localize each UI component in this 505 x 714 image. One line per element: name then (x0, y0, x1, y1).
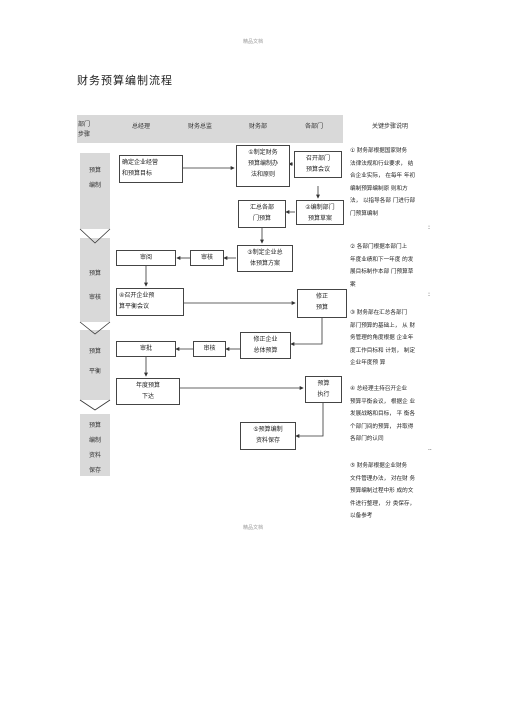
note-separator-1: : (428, 224, 431, 231)
box-set-business-goals: 确定企业经营 和预算目标 (119, 155, 183, 183)
note-separator-2: : (428, 291, 431, 298)
box-cfo-audit-2: 审核 (193, 341, 226, 357)
phase-label-compile: 预算 编制 (88, 167, 101, 189)
phase-chevron-2 (79, 321, 111, 335)
box-dept-budget-draft: ②编制部门 预算草案 (296, 200, 344, 225)
note-step-2: ② 各部门根据本部门上 年度业绩和下一年度 的发 展目标制作本部 门预算草 案 (350, 244, 414, 288)
box-gm-review: 审阅 (116, 250, 176, 266)
dept-step-header: 部门 步骤 (78, 121, 91, 138)
header-watermark: 精品文档 (242, 39, 263, 45)
column-header-finance: 财务部 (249, 123, 268, 130)
box-revise-overall-budget: 修正企业 总体预算 (240, 332, 291, 359)
phase-chevron-1 (79, 228, 111, 244)
note-separator-4: .. (428, 445, 432, 452)
note-step-3: ③ 财务部在汇总各部门 部门预算的基础上， 从 财 务管理的角度根据 企业年 度… (350, 310, 416, 367)
column-header-departments: 各部门 (305, 123, 324, 130)
box-issue-annual-budget: 年度预算 下达 (116, 378, 180, 405)
footer-watermark: 精品文档 (242, 525, 263, 531)
page-title: 财务预算编制流程 (77, 74, 173, 87)
box-dept-budget-meeting: 召开部门 预算会议 (294, 151, 342, 178)
phase-bg-2 (80, 238, 110, 322)
column-header-gm: 总经理 (132, 123, 151, 130)
notes-title: 关键步骤说明 (372, 123, 409, 130)
note-step-4: ④ 总经理主持召开企业 预算平衡会议， 根据企 业 发展战略和目标， 平 衡各 … (350, 386, 416, 443)
header-band (77, 115, 343, 143)
box-budget-balance-meeting: ④召开企业预 算平衡会议 (116, 288, 184, 316)
column-header-cfo: 财务总监 (188, 123, 213, 130)
phase-bg-4 (80, 414, 110, 476)
box-overall-budget-plan: ③制定企业总 体预算方案 (237, 245, 293, 272)
box-archive-materials: ⑤预算编制 资料保存 (240, 422, 296, 450)
phase-label-review: 预算 审核 (88, 270, 101, 301)
phase-label-archive: 预算 编制 资料 保存 (88, 422, 101, 474)
phase-chevron-3 (79, 399, 111, 411)
box-revise-budget: 修正 预算 (297, 289, 347, 318)
phase-label-balance: 预算 平衡 (88, 348, 101, 375)
box-summarize-dept-budgets: 汇总各部 门预算 (238, 200, 286, 228)
note-step-1: ① 财务部根据国家财务 法律法规和行业要求， 结 合企业实际， 在每年 年初 编… (350, 148, 416, 217)
phase-bg-3 (80, 330, 110, 400)
box-cfo-audit-1: 审核 (190, 250, 224, 266)
note-step-5: ⑤ 财务部根据企业财务 文件管理办法， 对在财 务 预算编制过程中形 成的文 件… (350, 463, 416, 520)
phase-bg-1 (80, 153, 110, 229)
box-budget-execution: 预算 执行 (305, 376, 342, 403)
box-budget-method: ①制定财务 预算编制办 法和原则 (236, 145, 290, 187)
box-gm-approve: 审批 (116, 341, 176, 357)
